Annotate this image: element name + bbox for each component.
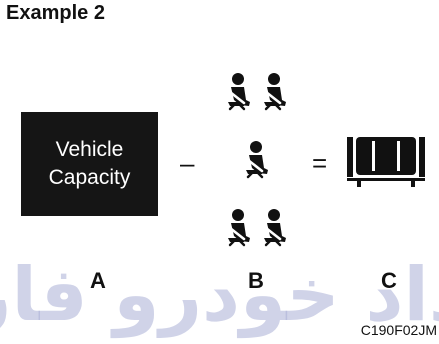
example-heading: Example 2 <box>6 2 105 24</box>
seated-occupant-icon <box>258 208 288 250</box>
vehicle-capacity-box: Vehicle Capacity <box>21 112 158 216</box>
label-b: B <box>248 268 264 293</box>
figure-code: C190F02JM <box>360 322 437 338</box>
seated-occupant-icon <box>240 140 270 182</box>
minus-sign: – <box>180 148 195 178</box>
label-c: C <box>381 268 397 293</box>
seated-occupant-icon <box>222 208 252 250</box>
capacity-box-line-2: Capacity <box>48 166 131 189</box>
seated-occupant-icon <box>222 72 252 114</box>
equals-sign: = <box>312 148 328 178</box>
label-a: A <box>90 268 106 293</box>
cargo-load-icon <box>347 135 425 191</box>
capacity-box-line-1: Vehicle <box>55 138 124 161</box>
seated-occupant-icon <box>258 72 288 114</box>
